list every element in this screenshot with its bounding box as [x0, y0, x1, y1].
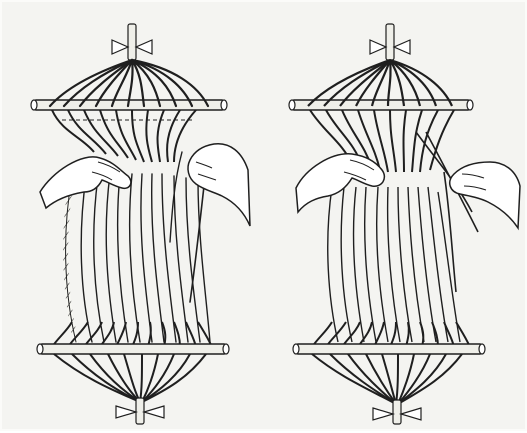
top-thread-fan [308, 60, 452, 106]
top-interlacing [52, 110, 196, 162]
bottom-rod [296, 344, 482, 354]
panel-right [266, 2, 526, 433]
panel-left [2, 2, 262, 433]
top-rod [292, 100, 470, 110]
bottom-thread-fan [312, 354, 462, 404]
bottom-tie [373, 400, 421, 424]
illustration-canvas [2, 2, 525, 429]
top-tie [370, 24, 410, 60]
right-hand [188, 144, 250, 226]
left-sprang-drawing [2, 2, 262, 433]
bottom-thread-fan [54, 354, 206, 402]
bottom-tie [116, 398, 164, 424]
top-thread-fan [50, 60, 208, 106]
left-hand [296, 154, 384, 212]
left-hand [40, 157, 131, 208]
right-hand [450, 162, 520, 228]
top-tie [112, 24, 152, 60]
bottom-rod [40, 344, 226, 354]
right-sprang-drawing [266, 2, 526, 433]
